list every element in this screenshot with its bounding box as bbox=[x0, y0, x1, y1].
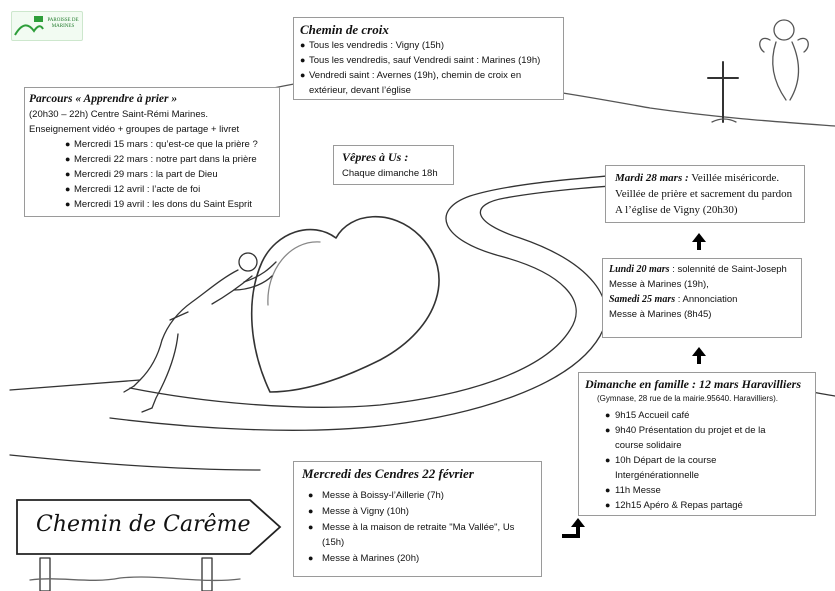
list-item: Messe à Marines (20h) bbox=[308, 551, 533, 566]
samedi-lead: Samedi 25 mars bbox=[609, 294, 676, 305]
parcours-box: Parcours « Apprendre à prier » (20h30 – … bbox=[24, 87, 280, 217]
mardi-text: Veillée miséricorde. bbox=[688, 172, 780, 184]
list-item: 9h40 Présentation du projet et de la cou… bbox=[605, 423, 773, 453]
arrow-up-icon bbox=[692, 233, 706, 251]
cendres-box: Mercredi des Cendres 22 février Messe à … bbox=[293, 461, 542, 577]
samedi-text: : Annonciation bbox=[675, 294, 738, 305]
cendres-title: Mercredi des Cendres 22 février bbox=[302, 466, 474, 481]
lundi-line2: Messe à Marines (19h), bbox=[609, 279, 709, 290]
list-item: 9h15 Accueil café bbox=[605, 408, 809, 423]
list-item: 12h15 Apéro & Repas partagé bbox=[605, 498, 809, 513]
parcours-title: Parcours « Apprendre à prier » bbox=[29, 93, 178, 105]
list-item: Mercredi 19 avril : les dons du Saint Es… bbox=[65, 197, 275, 212]
dimanche-title: Dimanche en famille : 12 mars Haravillie… bbox=[585, 377, 801, 391]
vepres-title: Vêpres à Us : bbox=[342, 150, 409, 164]
parcours-description: Enseignement vidéo + groupes de partage … bbox=[29, 124, 240, 135]
list-item: Mercredi 15 mars : qu’est-ce que la priè… bbox=[65, 137, 275, 152]
dimanche-address: (Gymnase, 28 rue de la mairie.95640. Har… bbox=[597, 394, 778, 403]
sign-text: Chemin de Carême bbox=[36, 512, 251, 537]
logo-text: PAROISSE DE MARINES bbox=[47, 18, 79, 29]
mardi-line3: A l’église de Vigny (20h30) bbox=[615, 204, 738, 216]
list-item: Mercredi 12 avril : l’acte de foi bbox=[65, 182, 275, 197]
list-item: 10h Départ de la course Intergénérationn… bbox=[605, 453, 755, 483]
chemin-de-croix-title: Chemin de croix bbox=[300, 22, 389, 37]
lundi-lead: Lundi 20 mars bbox=[609, 264, 670, 275]
list-item: Messe à Boissy-l’Aillerie (7h) bbox=[308, 488, 533, 503]
list-item: Tous les vendredis, sauf Vendredi saint … bbox=[300, 53, 557, 68]
chemin-de-croix-box: Chemin de croix Tous les vendredis : Vig… bbox=[293, 17, 564, 100]
list-item: Mercredi 22 mars : notre part dans la pr… bbox=[65, 152, 275, 167]
list-item: 11h Messe bbox=[605, 483, 809, 498]
list-item: Mercredi 29 mars : la part de Dieu bbox=[65, 167, 275, 182]
list-item: Messe à la maison de retraite "Ma Vallée… bbox=[308, 520, 533, 550]
parish-logo: PAROISSE DE MARINES bbox=[11, 11, 83, 41]
lundi-text: : solennité de Saint-Joseph bbox=[669, 264, 787, 275]
mardi-box: Mardi 28 mars : Veillée miséricorde. Vei… bbox=[605, 165, 805, 223]
lundi-line4: Messe à Marines (8h45) bbox=[609, 309, 712, 320]
list-item: Messe à Vigny (10h) bbox=[308, 504, 533, 519]
mardi-line2: Veillée de prière et sacrement du pardon bbox=[615, 188, 793, 200]
list-item: Vendredi saint : Avernes (19h), chemin d… bbox=[300, 68, 557, 98]
corner-arrow-icon bbox=[562, 518, 585, 540]
arrow-up-icon bbox=[692, 347, 706, 365]
lundi-box: Lundi 20 mars : solennité de Saint-Josep… bbox=[602, 258, 802, 338]
road-sign bbox=[16, 499, 282, 555]
mardi-lead: Mardi 28 mars : bbox=[615, 172, 689, 184]
vepres-box: Vêpres à Us : Chaque dimanche 18h bbox=[333, 145, 454, 185]
parcours-schedule: (20h30 – 22h) Centre Saint-Rémi Marines. bbox=[29, 109, 209, 120]
vepres-text: Chaque dimanche 18h bbox=[342, 168, 438, 179]
dimanche-box: Dimanche en famille : 12 mars Haravillie… bbox=[578, 372, 816, 516]
list-item: Tous les vendredis : Vigny (15h) bbox=[300, 38, 557, 53]
logo-hills-icon bbox=[14, 16, 44, 36]
